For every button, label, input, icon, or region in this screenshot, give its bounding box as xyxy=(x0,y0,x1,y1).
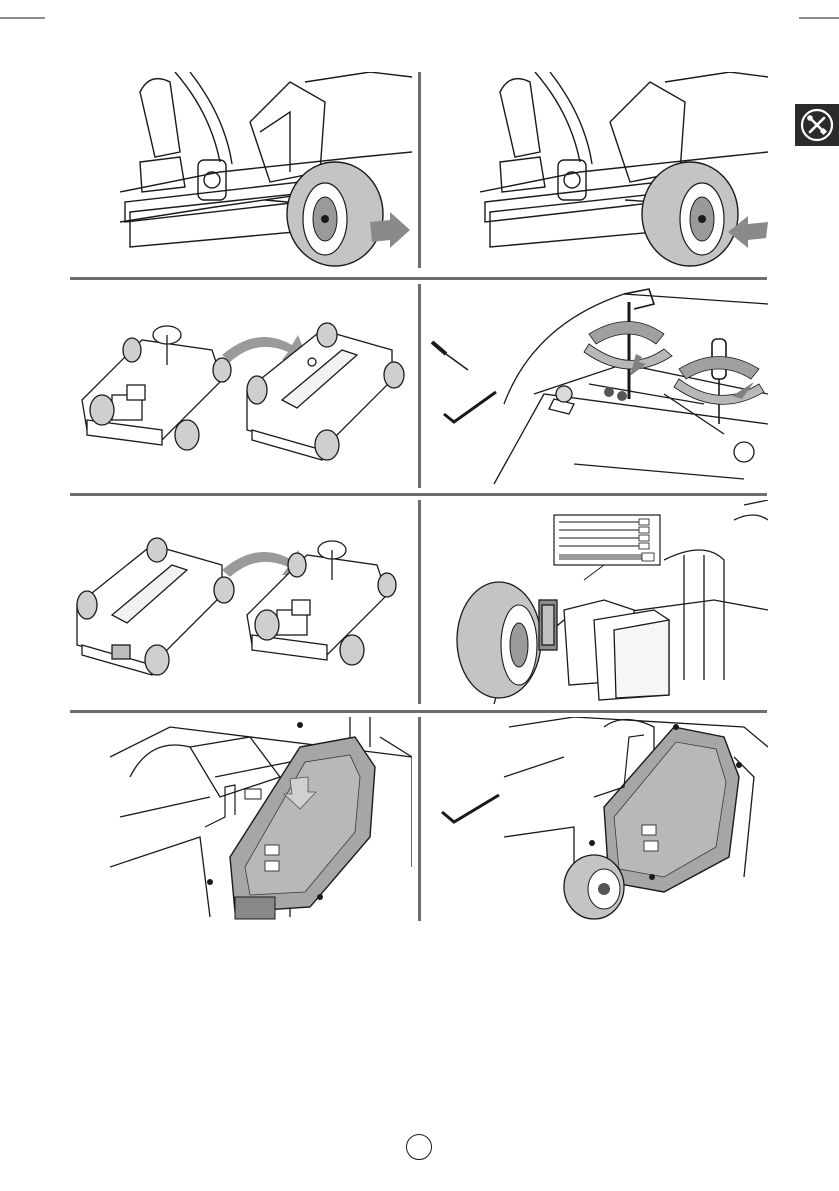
battery-pack xyxy=(539,600,669,700)
step-panel-cover-fix xyxy=(424,717,768,921)
row-divider-3 xyxy=(70,710,767,713)
column-divider-row3 xyxy=(418,500,421,704)
column-divider-row1 xyxy=(418,72,421,268)
step-panel-flip-back xyxy=(72,505,412,703)
hex-key-icon xyxy=(442,795,499,822)
front-tire xyxy=(642,162,738,266)
rotate-arrow-icon xyxy=(589,322,664,345)
column-divider-row2 xyxy=(418,284,421,488)
hex-key-icon xyxy=(444,392,496,422)
front-tire xyxy=(287,162,383,266)
hex-key-in-use xyxy=(624,289,654,399)
crop-mark-top-left xyxy=(0,0,60,30)
battery-cover xyxy=(230,737,375,912)
side-tab xyxy=(795,104,839,146)
step-panel-cover-place xyxy=(110,717,412,921)
row-divider-1 xyxy=(70,277,767,280)
crop-mark-top-right xyxy=(779,0,839,30)
page-number-circle xyxy=(406,1134,432,1160)
wiring-diagram-inset xyxy=(554,515,660,580)
step-panel-wheel-on xyxy=(480,72,768,268)
rear-tire xyxy=(457,582,541,698)
row-divider-2 xyxy=(70,493,767,496)
step-panel-wheel-off xyxy=(120,72,412,268)
rear-tire xyxy=(564,855,624,919)
tools-icon xyxy=(799,107,835,143)
screwdriver-in-use xyxy=(712,339,726,424)
screwdriver-icon xyxy=(432,342,468,370)
column-divider-row4 xyxy=(418,717,421,921)
step-panel-loosen-screws xyxy=(424,284,768,488)
step-panel-flip-over xyxy=(72,290,412,488)
step-panel-battery-wiring xyxy=(424,500,768,704)
battery-cover xyxy=(604,727,739,892)
